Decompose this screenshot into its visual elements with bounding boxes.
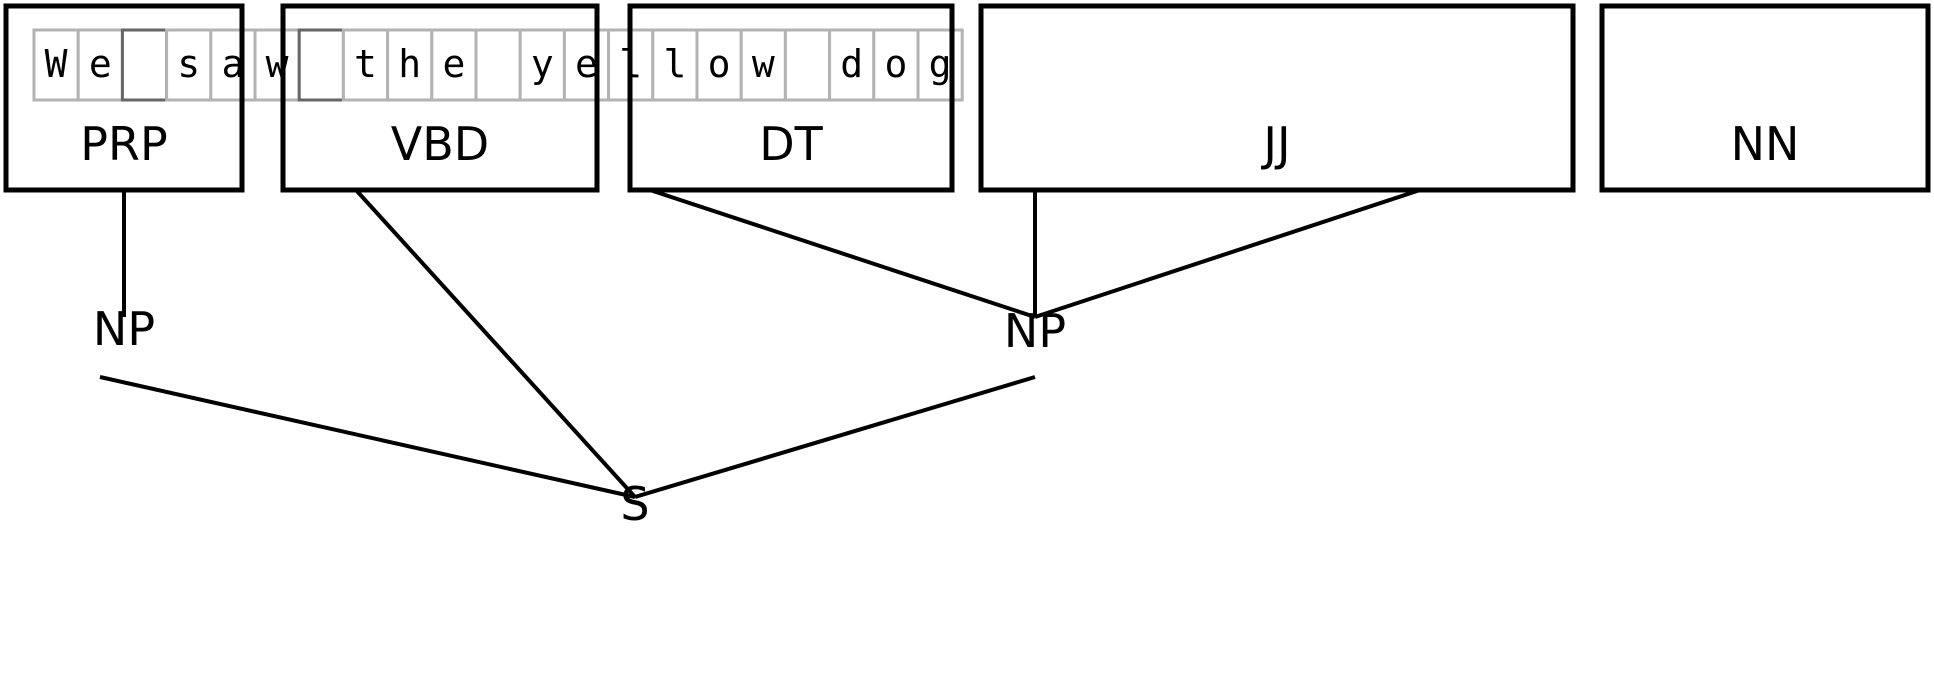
char-cell: o	[695, 28, 743, 102]
char-cell-space	[297, 28, 345, 102]
pos-box-layer: PRP VBD DT JJ NN	[3, 3, 1931, 193]
tree-edge-layer	[99, 188, 1421, 499]
char-cell: s	[165, 28, 213, 102]
tree-edge-np-left-to-s-root	[99, 375, 636, 499]
char-cell: h	[386, 28, 434, 102]
char-cell: e	[76, 28, 124, 102]
pos-tag-label: VBD	[391, 117, 489, 171]
char-cell-space	[783, 28, 832, 102]
char-cell: d	[828, 28, 876, 102]
pos-box-nn[interactable]: NN	[1599, 3, 1931, 193]
char-cell: e	[562, 28, 611, 102]
char-cell: o	[872, 28, 920, 102]
char-glyph: a	[221, 42, 244, 86]
char-cell-space	[120, 28, 169, 102]
tree-edge-nn-to-np-right	[1034, 188, 1421, 319]
pos-box-jj[interactable]: JJ	[978, 3, 1576, 193]
pos-box-vbd[interactable]: VBD	[280, 3, 600, 193]
tree-node-layer: NP NP S	[93, 302, 1066, 531]
char-cell-space	[474, 28, 522, 102]
tree-edge-vbd-to-s-root	[354, 188, 637, 499]
char-glyph: s	[177, 42, 200, 86]
pos-tag-label: NN	[1731, 117, 1800, 171]
char-glyph: t	[354, 42, 377, 86]
char-glyph: o	[708, 42, 731, 86]
char-cell: e	[430, 28, 478, 102]
char-cell: W	[32, 28, 80, 102]
char-cell: g	[916, 28, 964, 102]
char-glyph: e	[89, 42, 112, 86]
char-cell: w	[253, 28, 301, 102]
tree-edge-dt-to-np-right	[649, 188, 1036, 319]
char-glyph: g	[929, 42, 952, 86]
char-glyph: o	[884, 42, 907, 86]
tree-node-np-right[interactable]: NP	[1004, 304, 1066, 358]
char-cell: t	[341, 28, 390, 102]
char-glyph: w	[752, 42, 775, 86]
char-cell: w	[739, 28, 787, 102]
tree-edge-np-right-to-s-root	[634, 375, 1036, 499]
pos-box-dt[interactable]: DT	[627, 3, 955, 193]
char-glyph: e	[442, 42, 465, 86]
char-glyph: d	[840, 42, 863, 86]
tree-node-s-root[interactable]: S	[620, 477, 649, 531]
char-glyph: l	[663, 42, 686, 86]
char-glyph: h	[398, 42, 421, 86]
pos-tag-label: DT	[759, 117, 823, 171]
char-cell: a	[209, 28, 257, 102]
pos-box-prp[interactable]: PRP	[3, 3, 245, 193]
char-glyph: e	[575, 42, 598, 86]
char-cell: y	[518, 28, 566, 102]
char-cell: l	[651, 28, 699, 102]
char-glyph: W	[45, 42, 68, 86]
pos-tag-label: JJ	[1260, 117, 1290, 171]
tree-node-np-left[interactable]: NP	[93, 302, 155, 356]
char-glyph: y	[531, 42, 554, 86]
pos-tag-label: PRP	[80, 117, 167, 171]
